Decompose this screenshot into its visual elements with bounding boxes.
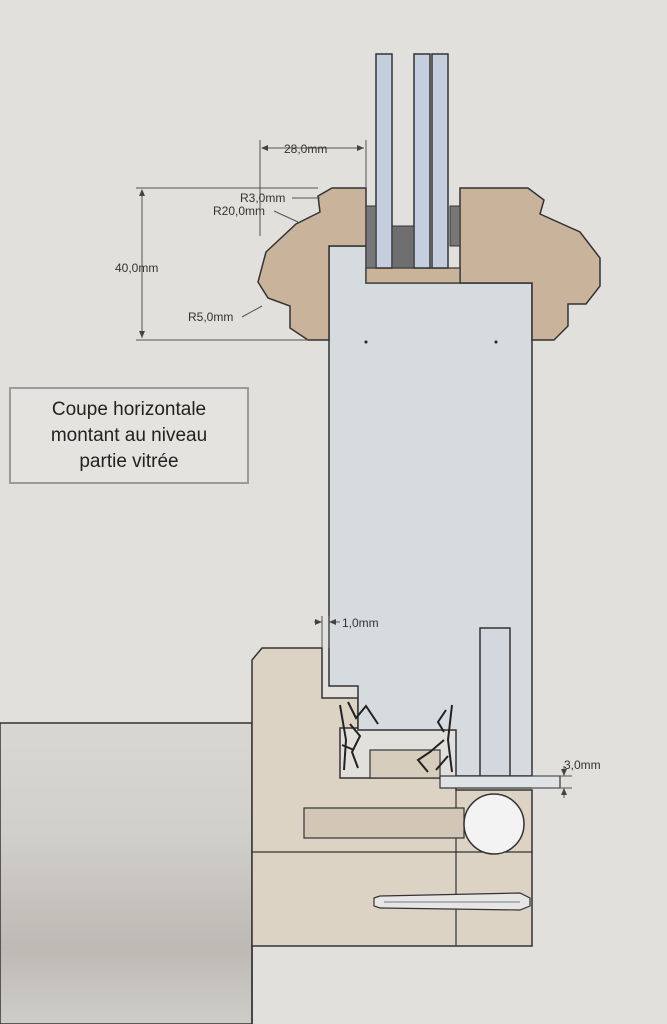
sash-dot-right [494, 340, 498, 344]
dim-width-top-label: 28,0mm [284, 142, 327, 156]
dim-gap-right-label: 3,0mm [564, 758, 601, 772]
frame-groove [303, 807, 465, 839]
caption-line-2: montant au niveau [50, 424, 208, 446]
fitting-bar [479, 627, 511, 777]
dim-radius-bottom-label: R5,0mm [188, 310, 233, 324]
bead-bottom-strip [365, 267, 461, 284]
gasket-left [365, 205, 377, 269]
section-caption-box: Coupe horizontale montant au niveau part… [9, 387, 249, 484]
fitting-plate [439, 775, 561, 789]
dim-radius-large-label: R20,0mm [213, 204, 265, 218]
wall-block [0, 722, 253, 1024]
dim-height-label: 40,0mm [115, 261, 158, 275]
screw [373, 892, 531, 911]
frame-rebate-block [369, 749, 441, 779]
caption-line-1: Coupe horizontale [51, 398, 207, 420]
weather-seal-left [339, 701, 379, 771]
dim-gap-right [532, 766, 572, 798]
gasket-right [449, 205, 461, 247]
spacer-dark [391, 225, 415, 269]
dim-radius-bottom-leader [241, 305, 263, 318]
sash-dot-left [364, 340, 368, 344]
caption-line-3: partie vitrée [79, 450, 179, 472]
dim-height [136, 187, 318, 341]
glass-pane-2 [413, 53, 431, 269]
hinge-pin [463, 793, 525, 855]
dim-radius-large-leader [273, 210, 299, 223]
dim-radius-small-label: R3,0mm [240, 191, 285, 205]
glass-pane-1 [375, 53, 393, 269]
glass-pane-3 [431, 53, 449, 269]
dim-gap-left [314, 616, 340, 648]
dim-gap-left-label: 1,0mm [342, 616, 379, 630]
section-caption: Coupe horizontale montant au niveau part… [51, 397, 207, 475]
weather-seal-right [416, 704, 453, 773]
glazing-bead-left [257, 187, 367, 341]
glazing-bead-right [459, 187, 601, 341]
